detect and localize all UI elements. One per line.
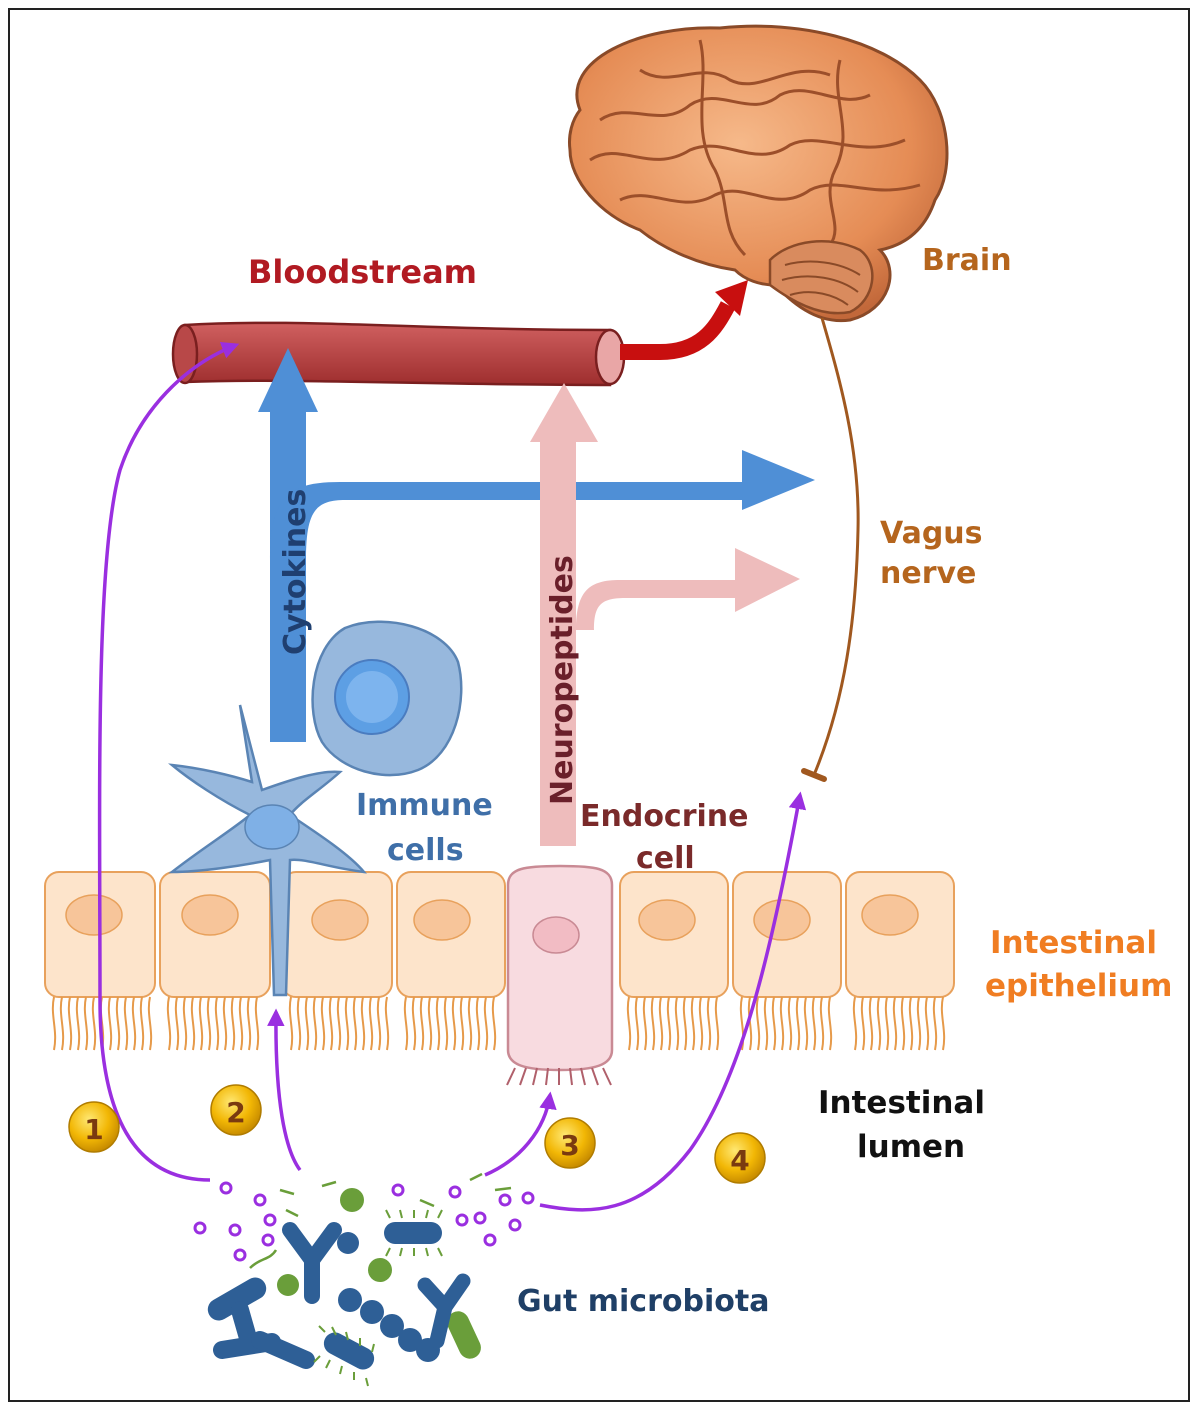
lumen-label-line2: lumen: [857, 1129, 965, 1165]
pathway-badge-2: 2: [210, 1084, 262, 1136]
blood-to-brain-arrowhead: [715, 280, 748, 316]
endocrine-cell: [506, 864, 614, 1086]
blood-to-brain-arrow: [620, 301, 736, 360]
pathway-4-arrow: [539, 791, 807, 1212]
svg-text:3: 3: [560, 1129, 579, 1162]
vagus-label-line2: nerve: [880, 556, 976, 591]
microvilli: [51, 996, 946, 1051]
vagus-label-line1: Vagus: [880, 516, 983, 551]
epithelial-cell: [281, 871, 393, 998]
immune-label-line2: cells: [387, 833, 464, 868]
epithelial-cell: [732, 871, 842, 998]
blood-vessel: [171, 321, 626, 387]
microbiota-label: Gut microbiota: [517, 1284, 769, 1319]
epithelium-label-line2: epithelium: [985, 968, 1172, 1004]
lymphocyte-cell: [311, 620, 463, 777]
lumen-label-line1: Intestinal: [818, 1085, 985, 1121]
epithelium-cells: [44, 871, 955, 1051]
epithelial-cell: [159, 871, 271, 998]
epithelium-label-line1: Intestinal: [990, 925, 1157, 961]
brain-label: Brain: [922, 243, 1012, 278]
epithelial-cell: [845, 871, 955, 998]
pathway-badge-1: 1: [68, 1101, 120, 1153]
svg-text:2: 2: [226, 1096, 245, 1129]
pathway-2-arrow: [267, 1008, 302, 1172]
endocrine-label-line2: cell: [636, 841, 695, 876]
brain-illustration: [568, 24, 949, 323]
figure-frame: [8, 8, 1190, 1402]
neuropeptides-label: Neuropeptides: [545, 555, 580, 805]
vagus-nerve-ending: [801, 768, 827, 782]
pathway-arrows: [97, 341, 807, 1212]
epithelial-cell: [396, 871, 506, 998]
bloodstream-label: Bloodstream: [248, 253, 477, 291]
svg-text:1: 1: [84, 1113, 103, 1146]
epithelial-cell: [619, 871, 729, 998]
dendritic-cell: [168, 704, 367, 997]
vagus-nerve-line: [812, 317, 860, 776]
pathway-badge-3: 3: [544, 1117, 596, 1169]
endocrine-label-line1: Endocrine: [580, 799, 749, 834]
immune-label-line1: Immune: [356, 788, 493, 823]
pathway-3-arrow: [484, 1091, 557, 1177]
pathway-1-arrow: [97, 341, 240, 1182]
neuropeptides-arrow: [530, 383, 800, 846]
pathway-badge-4: 4: [714, 1132, 766, 1184]
gut-microbiota-illustration: [193, 1172, 535, 1387]
cytokines-label: Cytokines: [278, 489, 313, 655]
svg-text:4: 4: [730, 1144, 749, 1177]
cytokines-arrow: [258, 348, 815, 742]
